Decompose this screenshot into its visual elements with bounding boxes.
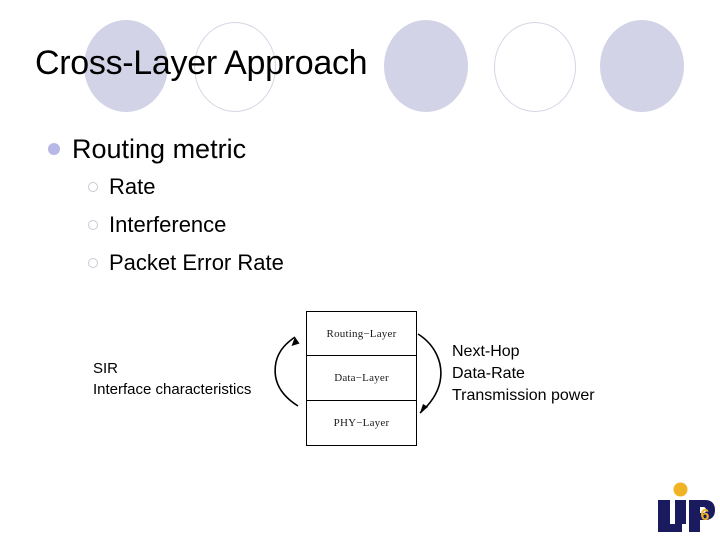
bullet-label-routing-metric: Routing metric [72,133,247,164]
bullet-marker-hollow-icon [88,182,98,192]
logo-letter-i [675,500,686,524]
logo-dot-icon [673,482,688,497]
bullet-item-packet-error-rate: Packet Error Rate [88,244,668,282]
slide-title: Cross-Layer Approach [35,44,368,82]
bullet-item-interference: Interference [88,206,668,244]
bullet-label-interference: Interference [109,212,227,237]
bullet-list: Routing metric Rate Interference Packet … [48,130,668,282]
logo-digit-six: 6 [701,507,710,524]
decorative-circle-filled-3 [600,20,684,112]
decorative-circle-outline-2 [494,22,576,112]
layer-stack-box: Routing−Layer Data−Layer PHY−Layer [306,311,417,446]
layer-stack-diagram: Routing−Layer Data−Layer PHY−Layer [306,311,417,446]
right-caption-line-transmission-power: Transmission power [452,387,595,404]
diagram-left-caption: SIR Interface characteristics [93,358,251,400]
layer-cell-routing: Routing−Layer [307,312,416,357]
bullet-item-routing-metric: Routing metric [48,130,668,168]
bullet-label-rate: Rate [109,174,156,199]
left-caption-line-sir: SIR [93,360,119,377]
right-caption-line-next-hop: Next-Hop [452,343,520,360]
logo-letter-p [689,500,715,532]
diagram-right-caption: Next-Hop Data-Rate Transmission power [452,341,595,407]
bullet-marker-hollow-icon [88,220,98,230]
layer-cell-data: Data−Layer [307,356,416,401]
decorative-circle-filled-2 [384,20,468,112]
bullet-marker-filled-icon [48,143,60,155]
bullet-item-rate: Rate [88,168,668,206]
right-caption-line-data-rate: Data-Rate [452,365,525,382]
left-caption-line-interface-characteristics: Interface characteristics [93,381,252,398]
bullet-marker-hollow-icon [88,258,98,268]
bullet-label-packet-error-rate: Packet Error Rate [109,250,284,275]
layer-cell-phy: PHY−Layer [333,416,390,429]
lip6-logo: 6 [658,482,715,532]
